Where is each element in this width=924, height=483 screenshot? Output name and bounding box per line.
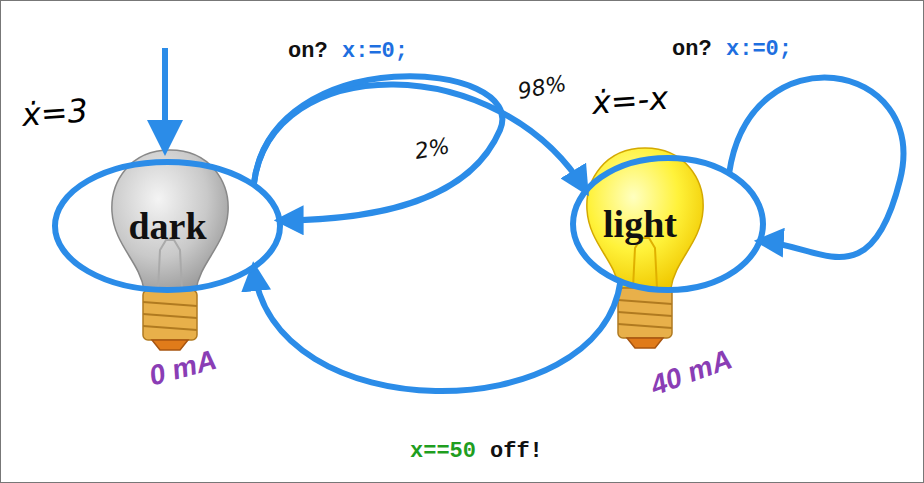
transition-arrow: [729, 77, 903, 257]
state-name: light: [603, 202, 677, 246]
current-label: 40 mA: [647, 344, 737, 402]
current-label: 0 mA: [146, 345, 220, 392]
sync-label: on?: [288, 40, 328, 64]
guard-label: x==50: [410, 440, 476, 464]
rate-label: ẋ=-x: [591, 81, 670, 121]
transition-arrow: [254, 267, 621, 391]
state-name: dark: [128, 204, 206, 248]
reset-label: x:=0;: [726, 38, 792, 62]
dark-state: dark: [55, 162, 280, 290]
sync-label: on?: [672, 38, 712, 62]
action-label: off!: [490, 440, 543, 464]
light-state: light: [573, 158, 763, 290]
transition-arrow: [254, 76, 503, 220]
probability-label: 2%: [413, 134, 452, 164]
probability-label: 98%: [516, 72, 568, 104]
dark-bulb: [112, 150, 228, 350]
reset-label: x:=0;: [342, 40, 408, 64]
rate-label: ẋ=3: [21, 93, 89, 133]
initial-arrow: [162, 48, 168, 150]
